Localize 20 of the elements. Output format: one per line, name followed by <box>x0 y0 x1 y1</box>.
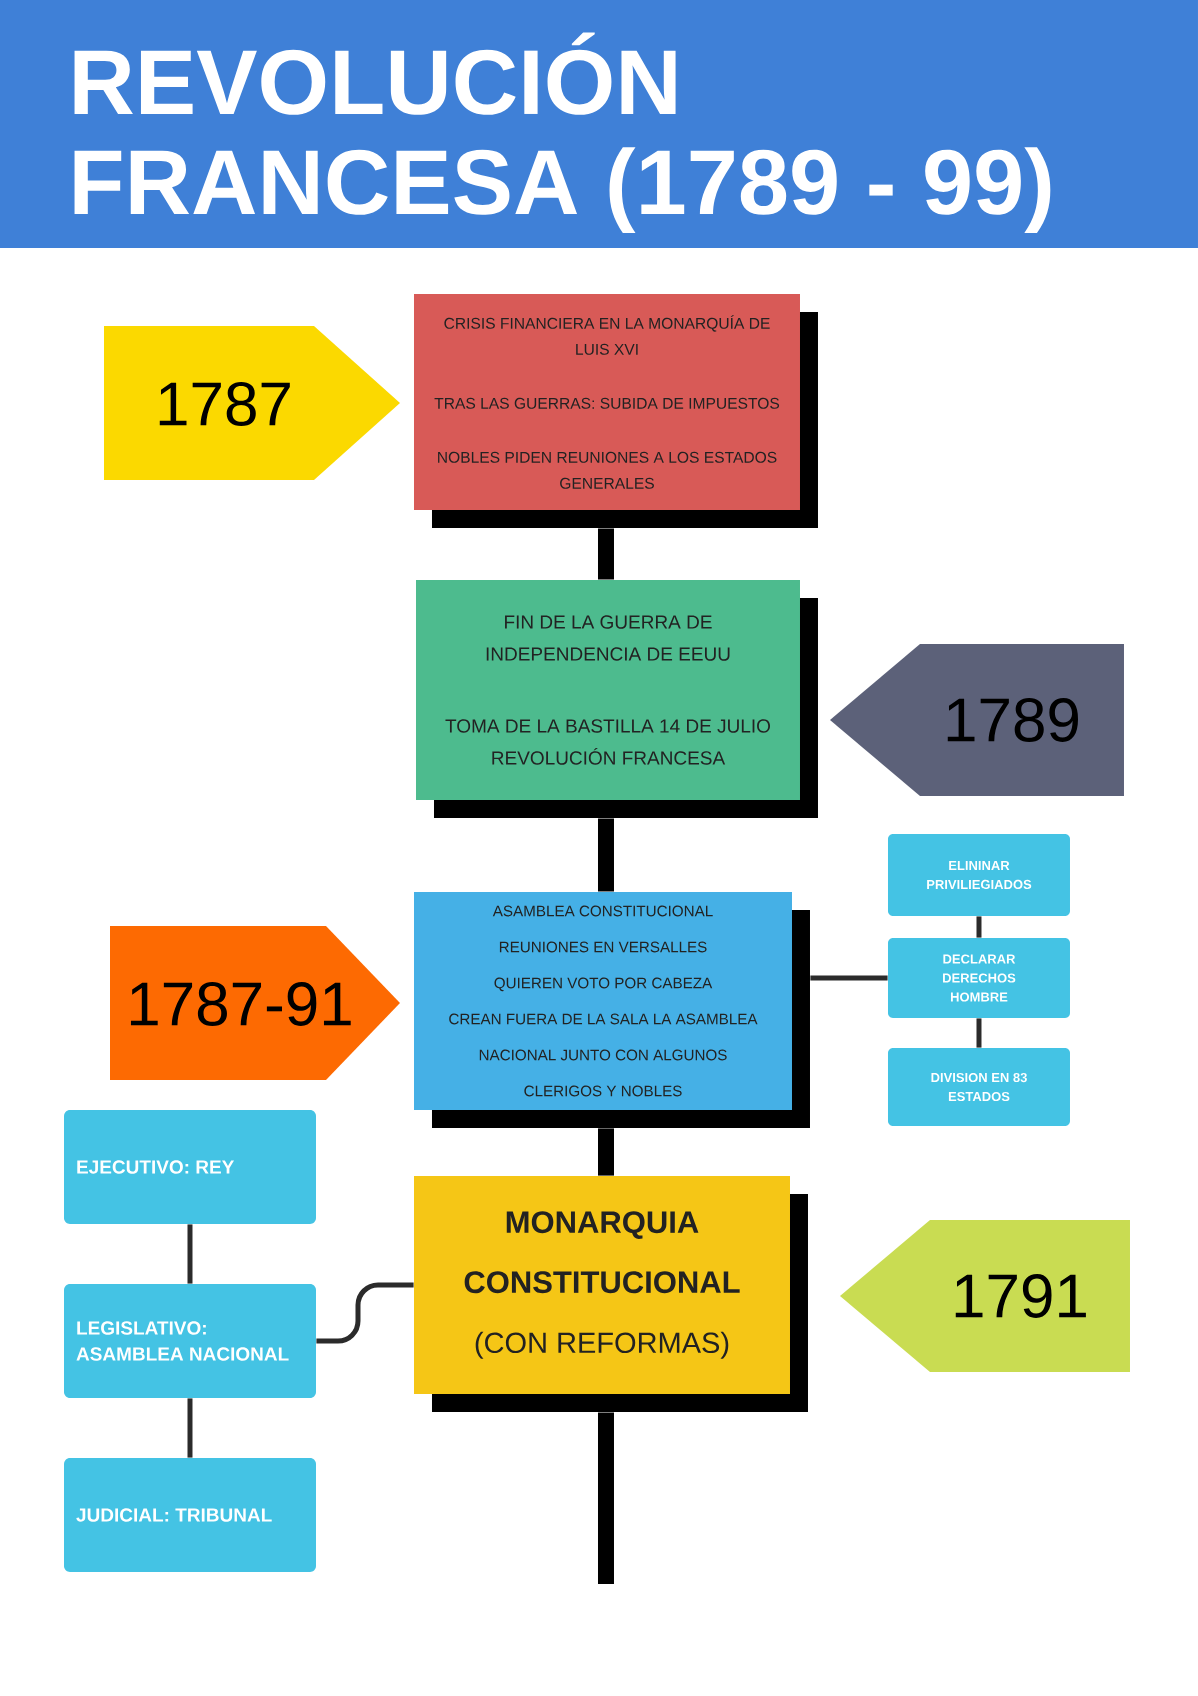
year-tag: 1789 <box>830 644 1124 796</box>
event-box: FIN DE LA GUERRA DE INDEPENDENCIA DE EEUU TOMA DE LA BASTILLA 14 DE JULIO REVOLUCIÓN FRANCESA <box>416 580 818 818</box>
info-box: EJECUTIVO: REY <box>64 1110 316 1224</box>
connector-line <box>316 1282 414 1344</box>
info-box: LEGISLATIVO: ASAMBLEA NACIONAL <box>64 1284 316 1398</box>
timeline-line <box>598 1128 614 1176</box>
connector-line <box>187 1224 193 1284</box>
connector-line <box>976 1018 982 1048</box>
event-box: MONARQUIA CONSTITUCIONAL (CON REFORMAS) <box>414 1176 808 1412</box>
connector-line <box>810 975 888 981</box>
year-tag: 1787-91 <box>110 926 400 1080</box>
header-banner: REVOLUCIÓN FRANCESA (1789 - 99) <box>0 0 1198 248</box>
year-tag: 1787 <box>104 326 400 480</box>
timeline-line <box>598 528 614 580</box>
timeline-line <box>598 1412 614 1584</box>
info-box: JUDICIAL: TRIBUNAL <box>64 1458 316 1572</box>
timeline-line <box>598 818 614 892</box>
connector-line <box>187 1398 193 1458</box>
connector-line <box>976 916 982 938</box>
year-tag: 1791 <box>840 1220 1130 1372</box>
